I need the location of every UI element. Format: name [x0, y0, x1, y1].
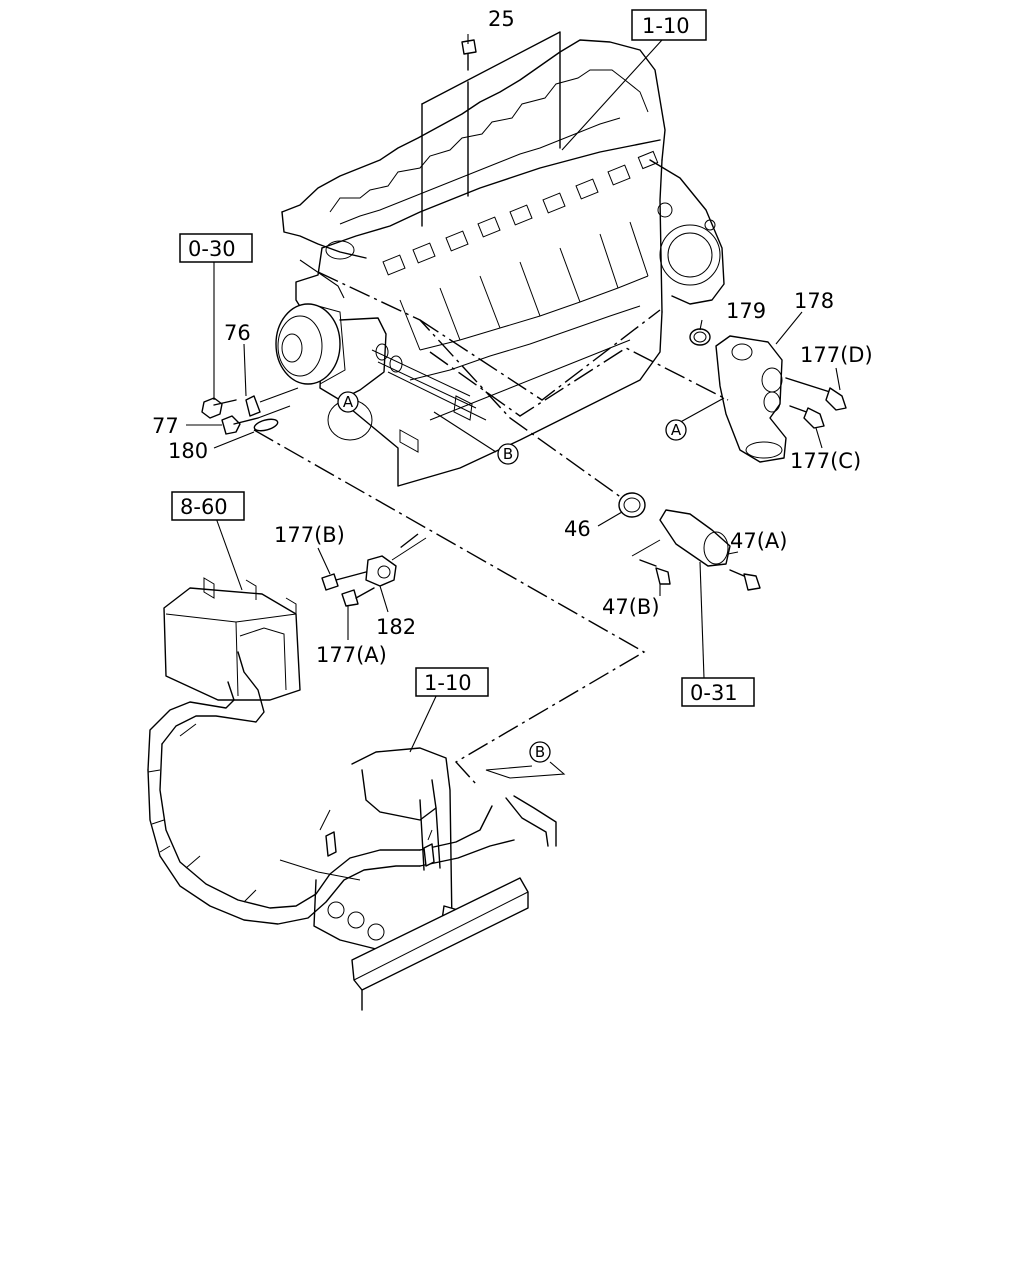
label-177b: 177(B) [274, 523, 345, 547]
label-25: 25 [488, 7, 515, 31]
marker-b-radiator: B [535, 743, 545, 761]
sensor-182 [321, 537, 427, 607]
label-177c: 177(C) [790, 449, 861, 473]
marker-b-engine: B [503, 445, 513, 463]
bolt-25 [421, 31, 561, 227]
reservoir-tank [163, 577, 301, 701]
connection-markers: A A B B [337, 391, 687, 763]
ref-box-radiator: 1-10 [424, 671, 472, 695]
reference-boxes: 1-10 0-30 8-60 1-10 0-31 [171, 9, 755, 707]
label-76: 76 [224, 321, 251, 345]
label-47b: 47(B) [602, 595, 660, 619]
thermostat-housing [689, 328, 847, 463]
label-77: 77 [152, 414, 179, 438]
marker-a-engine: A [343, 393, 354, 411]
part-labels: 25 76 77 180 179 178 177(D) 177(C) 46 47… [152, 7, 873, 667]
label-179: 179 [726, 299, 766, 323]
ref-box-pipe: 0-31 [690, 681, 738, 705]
ref-box-tank: 8-60 [180, 495, 228, 519]
left-bolts [201, 387, 299, 435]
label-177a: 177(A) [316, 643, 387, 667]
leader-lines [186, 34, 841, 779]
ref-box-top: 1-10 [642, 14, 690, 38]
label-177d: 177(D) [800, 343, 873, 367]
label-180: 180 [168, 439, 208, 463]
frame-rail [351, 877, 529, 1011]
engine-block [275, 39, 725, 487]
phantom-lines [253, 271, 729, 785]
radiator [279, 747, 459, 951]
marker-a-housing: A [671, 421, 682, 439]
label-47a: 47(A) [730, 529, 787, 553]
label-178: 178 [794, 289, 834, 313]
ref-box-left: 0-30 [188, 237, 236, 261]
label-46: 46 [564, 517, 591, 541]
water-pipe [618, 492, 761, 591]
label-182: 182 [376, 615, 416, 639]
